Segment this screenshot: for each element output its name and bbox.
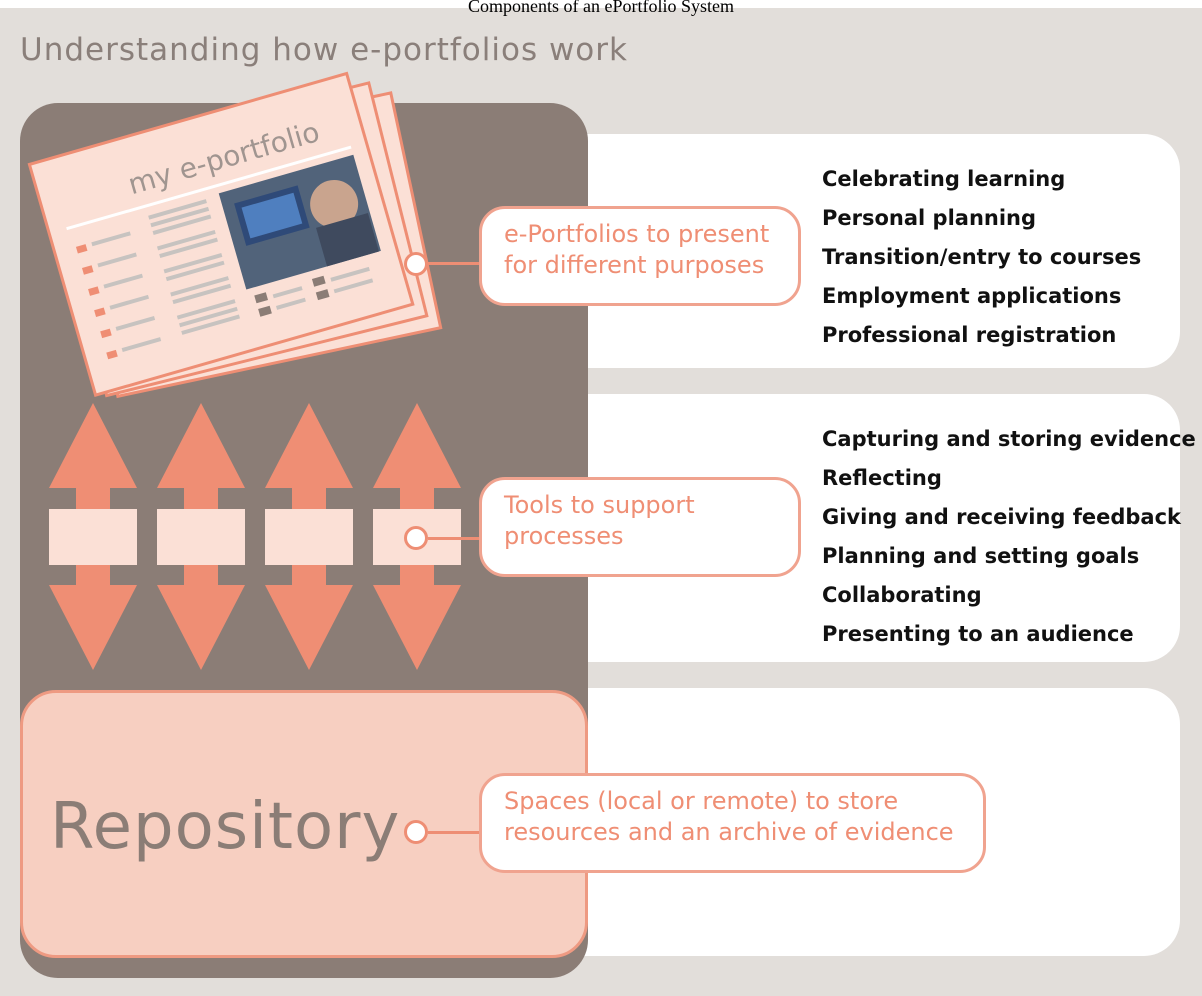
page-title: Understanding how e-portfolios work [20,32,628,68]
tools-label-line-2: processes [504,522,624,550]
list-item: Professional registration [822,323,1117,347]
list-item: Capturing and storing evidence [822,427,1196,451]
repository-title: Repository [50,790,401,864]
portfolio-label: e-Portfolios to present for different pu… [479,206,801,306]
repository-label: Spaces (local or remote) to store resour… [479,773,986,873]
list-item: Collaborating [822,583,982,607]
repository-box [20,690,588,958]
tools-process-list: Capturing and storing evidence Reflectin… [822,420,1196,654]
list-item: Presenting to an audience [822,622,1134,646]
list-item: Planning and setting goals [822,544,1140,568]
list-item: Personal planning [822,206,1037,230]
tools-label: Tools to support processes [479,477,801,577]
tools-connector-dot [404,526,428,550]
portfolio-label-line-1: e-Portfolios to present [504,220,770,248]
tool-arrow-1 [49,403,137,670]
repository-label-line-1: Spaces (local or remote) to store [504,787,899,815]
list-item: Giving and receiving feedback [822,505,1182,529]
list-item: Transition/entry to courses [822,245,1142,269]
portfolio-page-front [27,71,415,398]
tool-arrow-3 [265,403,353,670]
tools-connector [428,537,480,540]
list-item: Celebrating learning [822,167,1066,191]
portfolio-stack: my e-portfolio [27,71,443,399]
list-item: Reflecting [822,466,942,490]
tool-arrows [49,403,461,670]
figure-caption: Components of an ePortfolio System [468,0,734,16]
repository-connector [428,831,480,834]
tools-label-line-1: Tools to support [504,491,695,519]
repository-label-line-2: resources and an archive of evidence [504,818,954,846]
portfolio-connector [428,262,480,265]
repository-connector-dot [404,820,428,844]
list-item: Employment applications [822,284,1122,308]
tool-arrow-2 [157,403,245,670]
portfolio-purpose-list: Celebrating learning Personal planning T… [822,160,1141,355]
portfolio-connector-dot [404,252,428,276]
portfolio-label-line-2: for different purposes [504,251,765,279]
